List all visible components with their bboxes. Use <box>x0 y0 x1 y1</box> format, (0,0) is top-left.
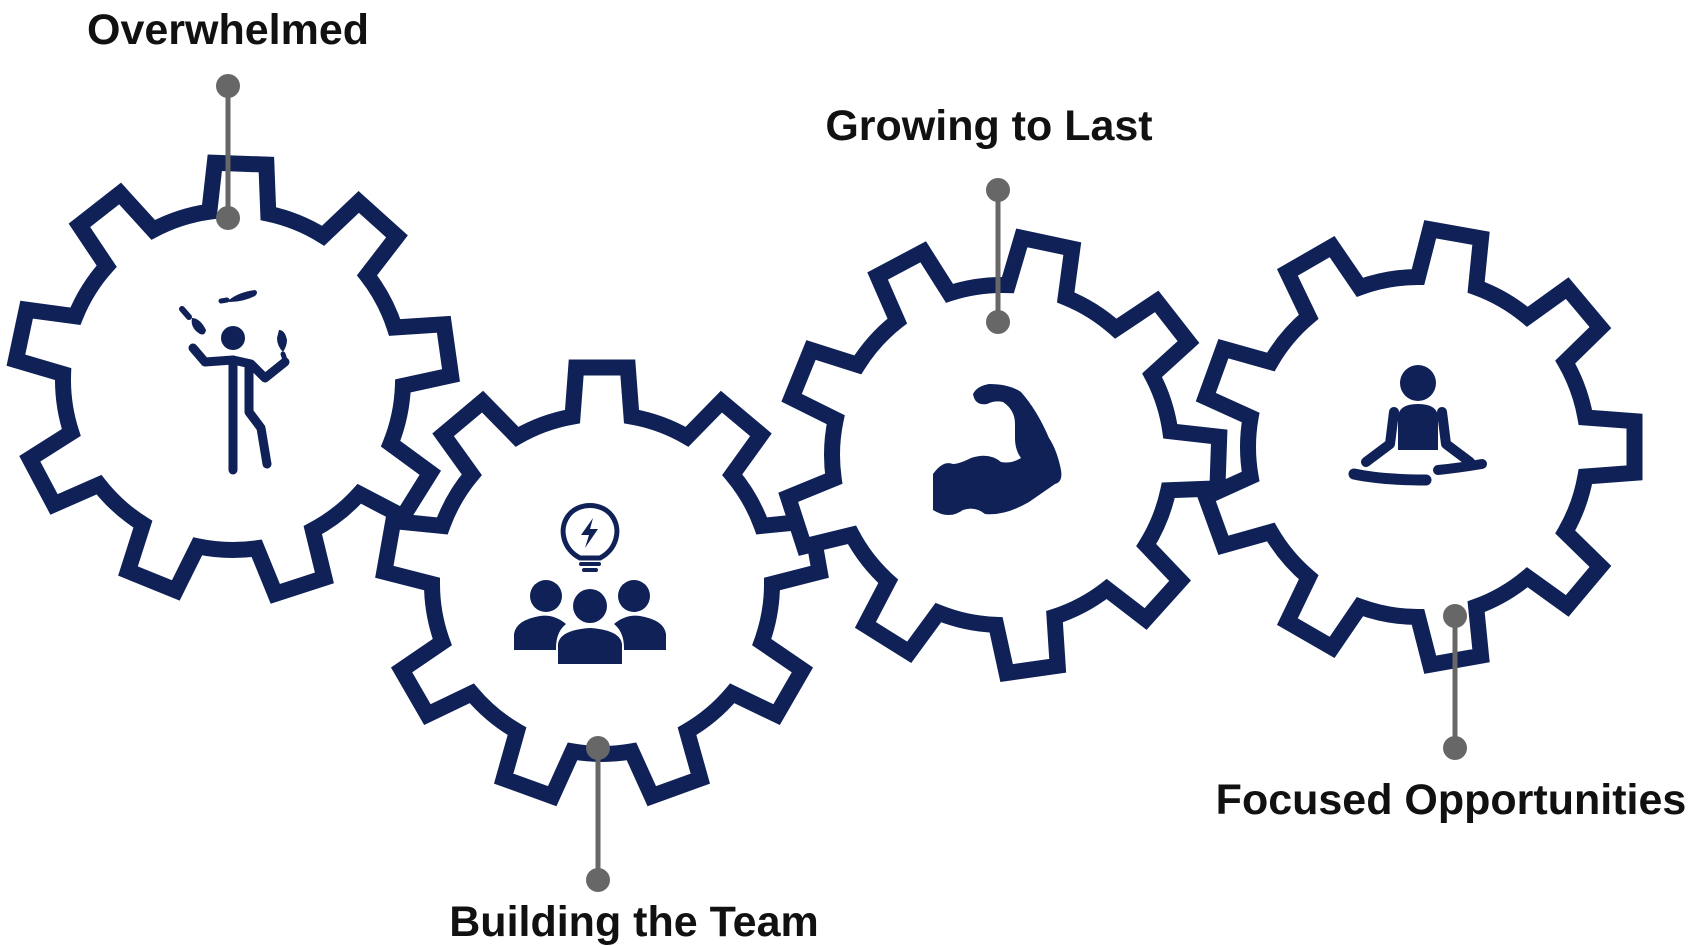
label-building-the-team: Building the Team <box>449 898 819 946</box>
connector-focused-opportunities <box>1443 604 1467 760</box>
connector-dot-bottom <box>1443 736 1467 760</box>
gear-growing-to-last <box>778 228 1228 682</box>
label-focused-opportunities: Focused Opportunities <box>1216 776 1687 824</box>
juggler-icon <box>179 290 290 475</box>
connector-overwhelmed <box>216 74 240 230</box>
connector-dot-top <box>986 178 1010 202</box>
connector-building-the-team <box>586 736 610 892</box>
connector-dot-bottom <box>216 206 240 230</box>
label-overwhelmed: Overwhelmed <box>87 6 369 54</box>
gears <box>6 154 1643 807</box>
connector-dot-bottom <box>586 868 610 892</box>
team-idea-icon <box>514 503 666 664</box>
label-growing-to-last: Growing to Last <box>825 102 1152 150</box>
flexed-arm-icon <box>933 384 1062 515</box>
connector-dot-top <box>1443 604 1467 628</box>
connector-dot-top <box>586 736 610 760</box>
connector-growing-to-last <box>986 178 1010 334</box>
connector-dot-bottom <box>986 310 1010 334</box>
meditation-icon <box>1348 365 1487 486</box>
gear-building-the-team <box>375 359 829 807</box>
connector-dot-top <box>216 74 240 98</box>
